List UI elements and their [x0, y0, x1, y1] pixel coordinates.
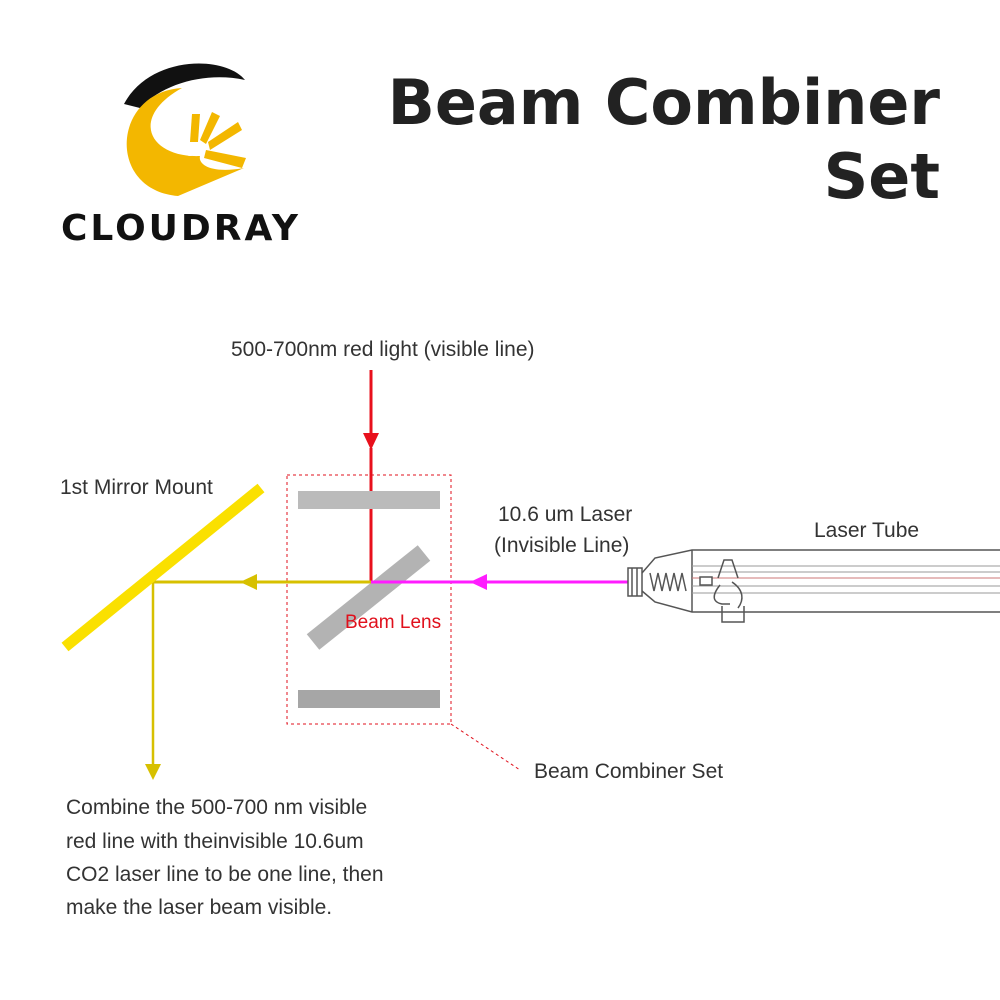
combiner-leader-line — [450, 723, 521, 771]
laser-label-line2: (Invisible Line) — [494, 534, 629, 557]
description-line: CO2 laser line to be one line, then — [66, 863, 384, 886]
description: Combine the 500-700 nm visible red line … — [66, 796, 384, 919]
description-line: red line with theinvisible 10.6um — [66, 830, 364, 853]
beam-lens-label: Beam Lens — [345, 612, 441, 633]
laser-label-line1: 10.6 um Laser — [498, 503, 632, 526]
combiner-dashed-box — [286, 474, 452, 725]
page-title-line1: Beam Combiner — [388, 66, 941, 139]
beam-combiner-set — [286, 474, 521, 771]
first-mirror — [61, 483, 265, 652]
brand-name: CLOUDRAY — [61, 208, 301, 249]
combiner-set-label: Beam Combiner Set — [534, 760, 723, 783]
laser-tube — [627, 549, 1000, 623]
mirror-mount-label: 1st Mirror Mount — [60, 476, 213, 499]
beam-lens — [306, 545, 431, 650]
red-light-label: 500-700nm red light (visible line) — [231, 338, 535, 361]
red-light-beam — [363, 370, 379, 582]
description-line: make the laser beam visible. — [66, 896, 332, 919]
description-line: Combine the 500-700 nm visible — [66, 796, 367, 819]
bottom-plate — [298, 690, 440, 708]
cloudray-crescent-logo-icon — [124, 63, 246, 196]
laser-beam — [371, 574, 628, 590]
laser-tube-label: Laser Tube — [814, 519, 919, 542]
top-plate — [298, 491, 440, 509]
combined-beam — [145, 574, 371, 780]
cloudray-logo: CLOUDRAY — [61, 63, 301, 249]
page-title-line2: Set — [824, 140, 940, 213]
